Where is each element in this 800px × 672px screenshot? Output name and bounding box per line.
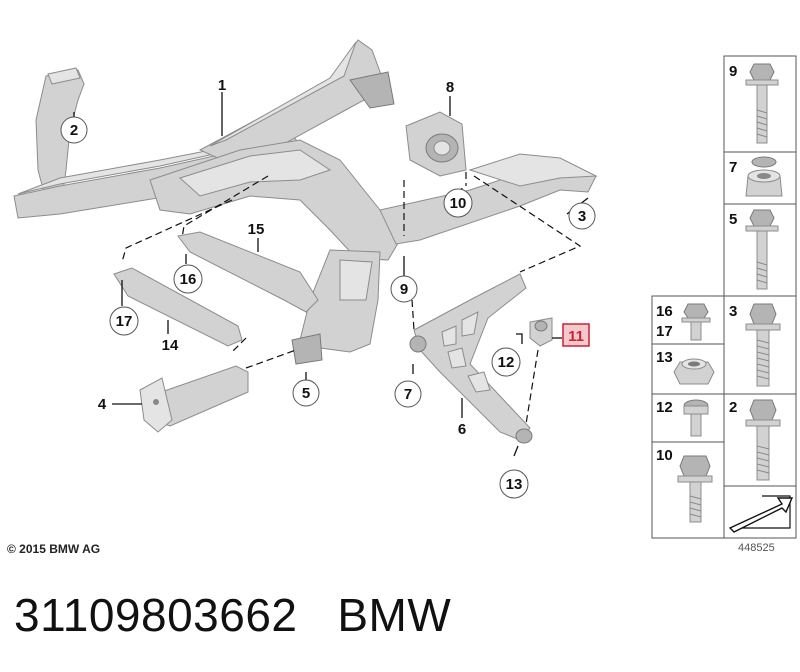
callout-15: 15 — [248, 221, 265, 238]
collar-nut-icon — [745, 156, 783, 197]
callout-12: 12 — [491, 347, 521, 377]
short-bolt-icon — [681, 303, 711, 341]
medium-bolt-icon — [745, 399, 781, 481]
axle-carrier-part — [13, 39, 598, 365]
wishbone-6-part — [409, 273, 533, 444]
callout-label: 8 — [446, 79, 454, 96]
callout-3: 3 — [568, 202, 596, 230]
callout-10: 10 — [443, 188, 473, 218]
torx-bolt-icon — [683, 399, 709, 437]
support-14-part — [113, 267, 243, 347]
support-15-part — [177, 231, 319, 313]
part-number: 31109803662 — [14, 589, 298, 641]
callout-2: 2 — [60, 116, 88, 144]
callout-9: 9 — [390, 275, 418, 303]
callout-label: 12 — [498, 354, 515, 371]
callout-label: 11 — [568, 328, 584, 345]
table-label: 2 — [729, 399, 737, 416]
callout-11: 11 — [562, 323, 590, 347]
callout-6: 6 — [458, 421, 466, 438]
callout-label: 17 — [116, 313, 133, 330]
callout-14: 14 — [162, 337, 179, 354]
long-bolt-icon — [745, 209, 779, 290]
callout-label: 3 — [578, 208, 586, 225]
callout-label: 13 — [506, 476, 523, 493]
callout-13: 13 — [499, 469, 529, 499]
callout-label: 4 — [98, 396, 107, 413]
arrow-icon — [728, 495, 794, 533]
hex-bolt-icon — [677, 455, 713, 523]
callout-7: 7 — [394, 380, 422, 408]
engine-mount-part — [405, 111, 467, 177]
assembly-lines — [121, 172, 582, 425]
callout-label: 1 — [218, 77, 226, 94]
long-bolt-icon — [745, 63, 779, 144]
brand-name: BMW — [337, 589, 452, 641]
callout-label: 6 — [458, 421, 466, 438]
table-label: 13 — [656, 349, 673, 366]
callout-label: 5 — [302, 385, 310, 402]
medium-bolt-icon — [745, 303, 781, 387]
copyright-notice: © 2015 BMW AG — [7, 542, 101, 556]
callout-1: 1 — [218, 77, 226, 94]
image-number: 448525 — [738, 542, 775, 554]
bracket-4-part — [139, 365, 249, 433]
callout-label: 14 — [162, 337, 179, 354]
table-label: 10 — [656, 447, 673, 464]
flange-nut-icon — [673, 358, 715, 385]
ball-joint-11-part — [529, 317, 553, 347]
callout-label: 7 — [404, 386, 412, 403]
table-label: 9 — [729, 63, 737, 80]
callout-label: 15 — [248, 221, 265, 238]
callout-label: 10 — [450, 195, 467, 212]
table-label: 3 — [729, 303, 737, 320]
part-caption: 31109803662 BMW — [14, 588, 451, 642]
callout-label: 16 — [180, 271, 197, 288]
callout-8: 8 — [446, 79, 454, 96]
callout-label: 2 — [70, 122, 78, 139]
callout-17: 17 — [109, 306, 139, 336]
callout-4: 4 — [98, 396, 107, 413]
table-label: 7 — [729, 159, 737, 176]
table-label: 12 — [656, 399, 673, 416]
callout-5: 5 — [292, 379, 320, 407]
table-label: 5 — [729, 211, 737, 228]
callout-label: 9 — [400, 281, 408, 298]
exploded-parts-diagram: 1 2 3 4 5 6 7 8 9 10 11 12 13 — [13, 39, 797, 539]
callout-16: 16 — [173, 264, 203, 294]
